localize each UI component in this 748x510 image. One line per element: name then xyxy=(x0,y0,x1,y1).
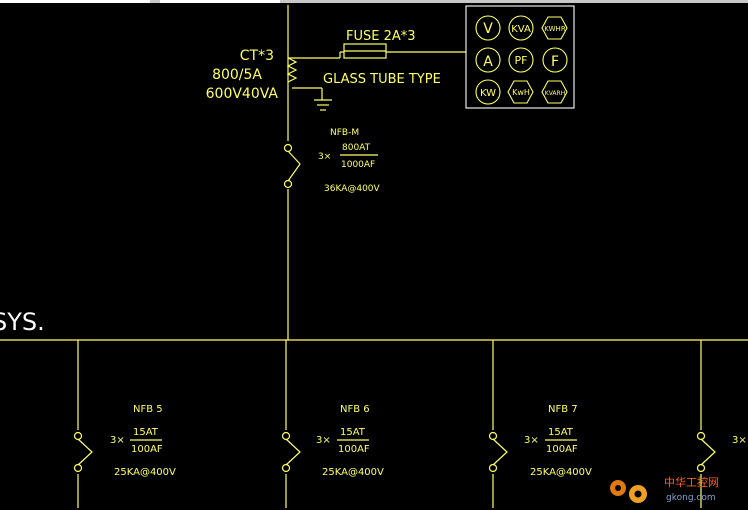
branch-1-poles: 3× xyxy=(110,435,125,446)
window-top-edge xyxy=(0,0,748,3)
toolbar-strip-right xyxy=(160,0,280,3)
main-breaker-poles: 3× xyxy=(318,152,331,162)
gear-icon xyxy=(610,480,647,503)
main-breaker-symbol xyxy=(282,141,301,189)
current-transformer-symbol xyxy=(286,57,298,83)
ct-label-line1: CT*3 xyxy=(240,48,274,64)
branch-1-trip: 15AT xyxy=(133,427,159,438)
branch-3-poles: 3× xyxy=(524,435,539,446)
branch-2-poles: 3× xyxy=(316,435,331,446)
watermark-url: gkong.com xyxy=(666,493,716,503)
fuse-title: FUSE 2A*3 xyxy=(346,29,416,44)
branch-nfb-7 xyxy=(487,340,508,508)
main-breaker-frame: 1000AF xyxy=(341,160,375,170)
main-breaker-name: NFB-M xyxy=(330,128,359,138)
branch-1-frame: 100AF xyxy=(131,444,163,455)
fuse-type: GLASS TUBE TYPE xyxy=(323,72,441,87)
toolbar-strip-left xyxy=(0,0,150,3)
svg-text:F: F xyxy=(551,54,559,70)
svg-text:PF: PF xyxy=(515,54,528,67)
branch-3-trip: 15AT xyxy=(548,427,574,438)
svg-text:A: A xyxy=(483,54,493,70)
ct-label-line3: 600V40VA xyxy=(206,86,279,102)
main-breaker-rating: 36KA@400V xyxy=(324,184,381,194)
site-watermark: 中华工控网 gkong.com xyxy=(604,470,744,506)
meter-kw: KW xyxy=(475,79,501,105)
branch-2-rating: 25KA@400V xyxy=(322,467,384,478)
branch-partial-right xyxy=(695,340,716,508)
meter-panel-box xyxy=(465,5,575,109)
svg-text:KVARH: KVARH xyxy=(545,90,565,97)
system-title-fragment: SYS. xyxy=(0,308,45,336)
branch-1-rating: 25KA@400V xyxy=(114,467,176,478)
svg-text:KVA: KVA xyxy=(511,24,531,35)
svg-text:KWHR: KWHR xyxy=(544,25,566,33)
main-breaker-trip: 800AT xyxy=(342,143,371,153)
meter-ammeter: A xyxy=(475,47,501,73)
branch-nfb-6 xyxy=(280,340,301,508)
meter-kwh: KwH xyxy=(507,80,534,104)
branch-2-frame: 100AF xyxy=(338,444,370,455)
svg-text:KwH: KwH xyxy=(512,88,530,97)
branch-3-frame: 100AF xyxy=(546,444,578,455)
meter-power-factor: PF xyxy=(508,47,534,73)
meter-kvarh: KVARH xyxy=(541,80,568,104)
branch-4-poles: 3× xyxy=(732,435,747,446)
meter-kva: KVA xyxy=(508,15,534,41)
meter-grid: V KVA KWHR A PF F KW KwH xyxy=(475,15,568,105)
meter-frequency: F xyxy=(542,47,568,73)
ct-label-line2: 800/5A xyxy=(212,67,262,83)
branch-3-rating: 25KA@400V xyxy=(530,467,592,478)
svg-text:KW: KW xyxy=(480,88,496,99)
branch-3-name: NFB 7 xyxy=(548,404,578,415)
meter-kwhr: KWHR xyxy=(541,16,568,40)
branch-2-trip: 15AT xyxy=(340,427,366,438)
branch-1-name: NFB 5 xyxy=(133,404,163,415)
branch-nfb-5 xyxy=(72,340,93,508)
branch-2-name: NFB 6 xyxy=(340,404,370,415)
meter-voltmeter: V xyxy=(475,15,501,41)
svg-text:V: V xyxy=(483,21,493,37)
watermark-text: 中华工控网 xyxy=(664,475,719,489)
